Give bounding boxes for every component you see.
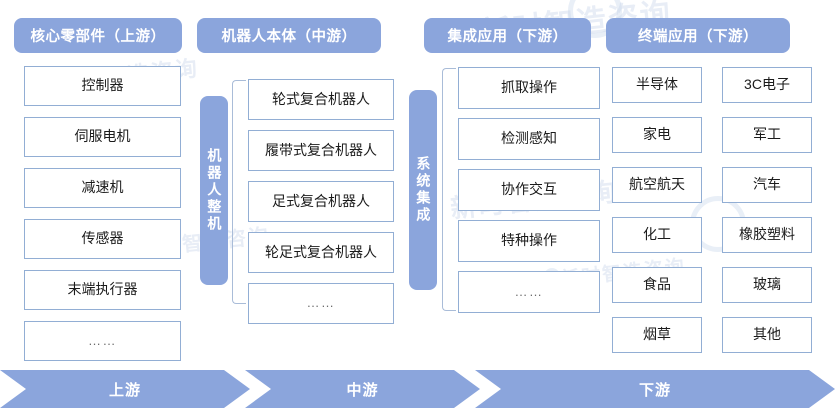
- item-box-integration-4[interactable]: 特种操作: [458, 220, 600, 262]
- item-box-integration-3[interactable]: 协作交互: [458, 169, 600, 211]
- item-box-upstream-6[interactable]: ……: [24, 321, 181, 361]
- flow-segment-midstream[interactable]: 中游: [245, 370, 480, 408]
- item-box-integration-5[interactable]: ……: [458, 271, 600, 313]
- vertical-label-system-integration-text: 系统集成: [415, 156, 432, 224]
- item-box-terminal-right-4[interactable]: 橡胶塑料: [722, 217, 812, 253]
- item-box-terminal-left-5[interactable]: 食品: [612, 267, 702, 303]
- item-box-upstream-3[interactable]: 减速机: [24, 168, 181, 208]
- vertical-label-robot-whole-text: 机器人整机: [206, 148, 223, 233]
- bracket-integration: [442, 68, 456, 311]
- bracket-midstream: [232, 80, 246, 304]
- vertical-label-robot-whole: 机器人整机: [200, 96, 228, 285]
- item-box-terminal-right-1[interactable]: 3C电子: [722, 67, 812, 103]
- item-box-terminal-right-3[interactable]: 汽车: [722, 167, 812, 203]
- item-box-terminal-right-6[interactable]: 其他: [722, 317, 812, 353]
- item-box-terminal-right-5[interactable]: 玻璃: [722, 267, 812, 303]
- column-header-integration: 集成应用（下游）: [424, 18, 591, 53]
- value-chain-flow: 上游 中游 下游: [0, 370, 835, 408]
- item-box-midstream-5[interactable]: ……: [248, 283, 394, 324]
- item-box-midstream-3[interactable]: 足式复合机器人: [248, 181, 394, 222]
- item-box-upstream-5[interactable]: 末端执行器: [24, 270, 181, 310]
- item-box-terminal-left-1[interactable]: 半导体: [612, 67, 702, 103]
- item-box-midstream-1[interactable]: 轮式复合机器人: [248, 79, 394, 120]
- item-box-terminal-left-6[interactable]: 烟草: [612, 317, 702, 353]
- item-box-midstream-2[interactable]: 履带式复合机器人: [248, 130, 394, 171]
- flow-segment-upstream[interactable]: 上游: [0, 370, 250, 408]
- vertical-label-system-integration: 系统集成: [409, 90, 437, 290]
- column-header-midstream: 机器人本体（中游）: [197, 18, 381, 53]
- item-box-upstream-4[interactable]: 传感器: [24, 219, 181, 259]
- item-box-terminal-left-4[interactable]: 化工: [612, 217, 702, 253]
- column-header-terminal: 终端应用（下游）: [606, 18, 790, 53]
- item-box-terminal-left-2[interactable]: 家电: [612, 117, 702, 153]
- flow-segment-downstream[interactable]: 下游: [475, 370, 835, 408]
- item-box-integration-1[interactable]: 抓取操作: [458, 67, 600, 109]
- item-box-terminal-right-2[interactable]: 军工: [722, 117, 812, 153]
- item-box-upstream-1[interactable]: 控制器: [24, 66, 181, 106]
- column-header-upstream: 核心零部件（上游）: [14, 18, 182, 53]
- item-box-upstream-2[interactable]: 伺服电机: [24, 117, 181, 157]
- item-box-integration-2[interactable]: 检测感知: [458, 118, 600, 160]
- item-box-midstream-4[interactable]: 轮足式复合机器人: [248, 232, 394, 273]
- item-box-terminal-left-3[interactable]: 航空航天: [612, 167, 702, 203]
